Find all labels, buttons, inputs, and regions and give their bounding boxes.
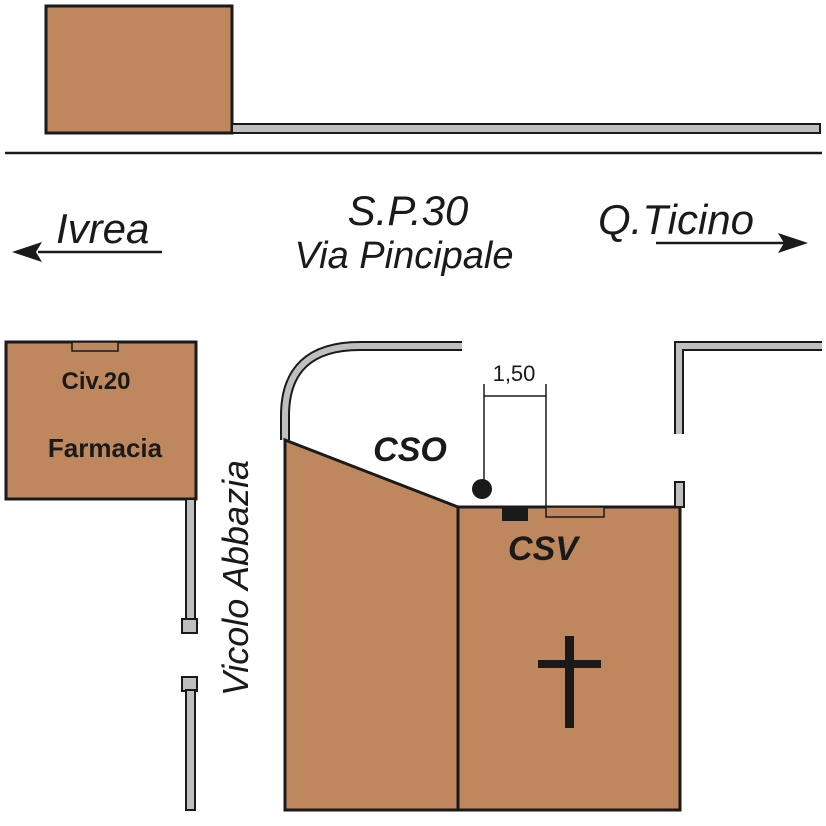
csv-point: [502, 507, 528, 521]
cso-label: CSO: [373, 431, 447, 469]
wall-corner-curve-fill: [282, 343, 462, 440]
wall-right-stub: [674, 481, 685, 508]
pharmacy-entrance: [71, 341, 119, 352]
wall-left-upper: [185, 498, 196, 622]
wall-left-lower: [185, 689, 196, 811]
building-top-left: [44, 4, 234, 135]
pharmacy-number: Civ.20: [62, 368, 131, 395]
dimension-label: 1,50: [493, 361, 536, 386]
church-entrance: [545, 506, 605, 518]
pharmacy-building: [4, 340, 198, 501]
direction-left-label: Ivrea: [56, 205, 149, 252]
road-street: Via Pincipale: [294, 235, 513, 277]
arrow-left-icon: [12, 242, 162, 262]
cross-icon: [538, 636, 601, 728]
pharmacy-name: Farmacia: [48, 433, 163, 463]
wall-left-upper-cap: [181, 618, 198, 634]
wall-top: [231, 123, 821, 134]
cso-point: [472, 479, 492, 499]
wall-left-lower-cap: [181, 676, 198, 692]
wall-right-corner: [674, 341, 822, 434]
side-street-label: Vicolo Abbazia: [215, 460, 256, 696]
wall-right-corner-fill: [676, 343, 822, 434]
road-name: S.P.30: [348, 187, 469, 234]
building-angled: [283, 437, 460, 812]
csv-label: CSV: [508, 530, 581, 568]
direction-right-label: Q.Ticino: [598, 196, 754, 243]
arrow-right-icon: [656, 233, 808, 253]
dimension-marker: [483, 384, 547, 507]
church-building: [456, 505, 682, 812]
